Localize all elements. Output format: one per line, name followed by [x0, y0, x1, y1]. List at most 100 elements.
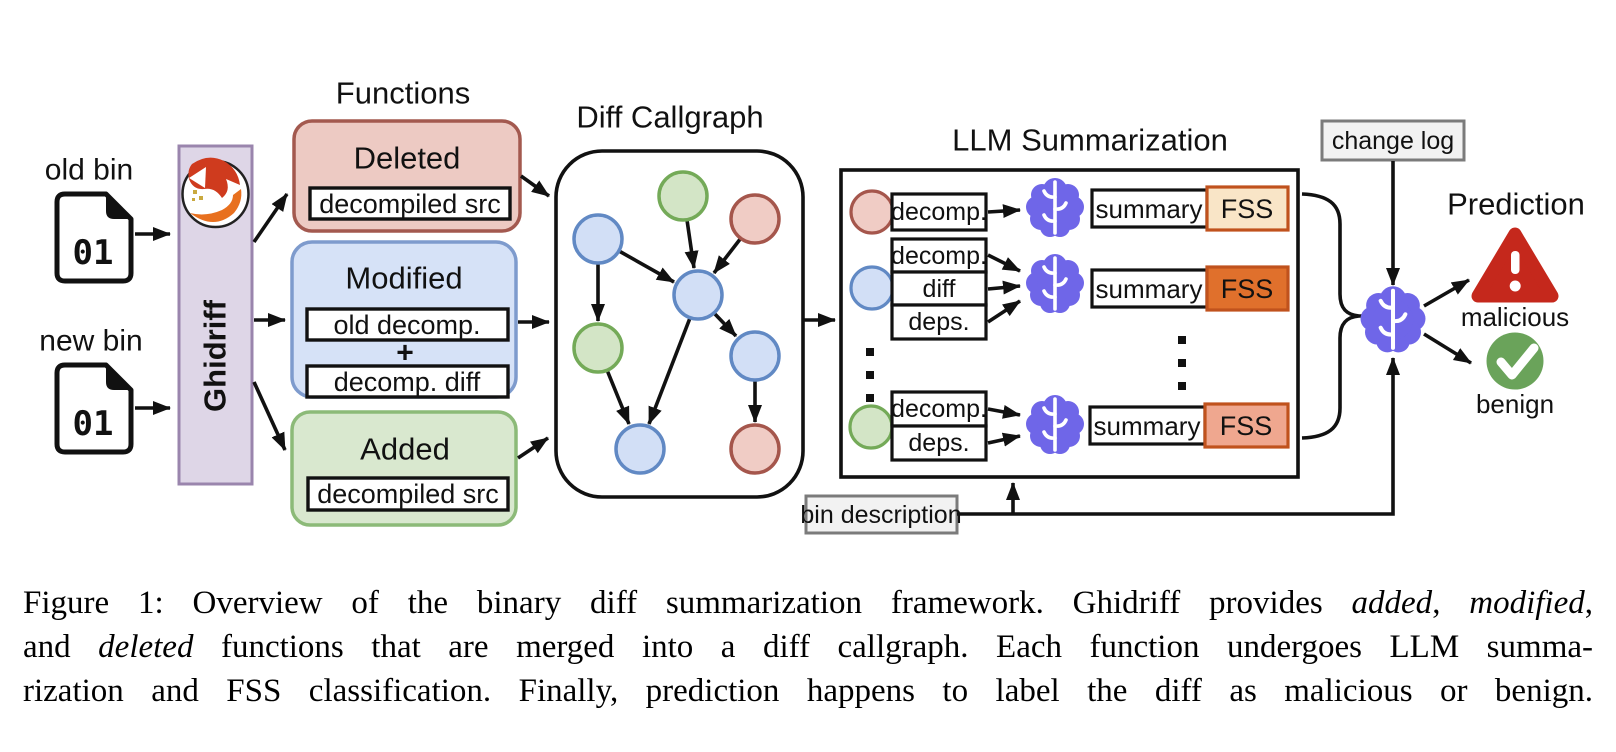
change-log-label: change log — [1332, 127, 1454, 155]
arrow-decomp-to-brain — [987, 404, 1021, 419]
fss-box — [1203, 402, 1290, 449]
change-log-box: change log — [1320, 119, 1466, 162]
llm-summarization-title: LLM Summarization — [952, 123, 1228, 158]
new-bin-label: new bin — [39, 325, 142, 358]
binary-file-text: 01 — [73, 233, 114, 273]
fss-box — [1205, 185, 1290, 232]
old-decomp-box — [305, 307, 510, 342]
arrow-ghidriff-to-deleted — [252, 192, 289, 244]
summary-box — [1088, 405, 1207, 446]
modified-title: Modified — [345, 261, 462, 296]
malicious-warning-icon — [1471, 227, 1559, 303]
prediction-title: Prediction — [1447, 187, 1585, 222]
ellipsis-dots-left — [866, 348, 874, 402]
summary-box — [1090, 268, 1209, 309]
prediction-brain-icon — [1361, 286, 1426, 352]
benign-check-icon — [1486, 332, 1544, 390]
added-title: Added — [360, 432, 450, 467]
fss-label: FSS — [1221, 194, 1274, 224]
change-log-bg — [1320, 119, 1466, 162]
callgraph-node-modified — [572, 213, 624, 265]
llm-row-modified: decomp. diff deps. summary FSS — [849, 237, 1290, 341]
prediction-section: malicious benign — [1361, 227, 1569, 419]
arrow-bindesc-to-brain — [957, 357, 1400, 516]
diff-input-label: diff — [923, 275, 956, 303]
figure-caption: Figure 1: Overview of the binary diff su… — [23, 581, 1593, 713]
deleted-src-box — [308, 186, 512, 221]
llm-row-deleted: decomp. summary FSS — [849, 176, 1290, 239]
callgraph-node-modified — [614, 423, 666, 475]
summary-box — [1090, 188, 1209, 229]
decomp-diff-box — [305, 364, 510, 399]
diff-callgraph-title: Diff Callgraph — [576, 100, 763, 135]
ghidriff-label: Ghidriff — [198, 299, 233, 412]
llm-row-added: decomp. deps. summary FSS — [848, 390, 1290, 462]
arrow-deps-to-brain — [987, 432, 1021, 447]
arrow-deps-to-brain — [987, 299, 1021, 324]
llm-summarization-box: decomp. summary FSS decomp. diff deps. s… — [839, 168, 1300, 479]
callgraph-node-deleted — [729, 193, 781, 245]
framework-diagram: old bin 01 new bin 01 Ghidriff Functions… — [39, 76, 1585, 535]
deleted-src-label: decompiled src — [319, 189, 501, 219]
bin-description-label: bin description — [800, 501, 961, 529]
deleted-title: Deleted — [354, 141, 461, 176]
summary-label: summary — [1096, 274, 1203, 304]
old-decomp-label: old decomp. — [333, 310, 480, 340]
old-bin-label: old bin — [45, 154, 133, 187]
callgraph-nodes — [572, 170, 781, 475]
decomp-input-box — [890, 192, 988, 232]
decomp-input-label: decomp. — [891, 198, 987, 226]
deps-input-box — [890, 303, 988, 341]
flow-arrows — [135, 161, 1472, 516]
decomp-input-label: decomp. — [891, 395, 987, 423]
binary-file-icon: 01 — [57, 365, 131, 452]
bin-description-box: bin description — [800, 494, 962, 535]
diff-callgraph — [554, 149, 805, 499]
caption-line-2: and deleted functions that are merged in… — [23, 629, 1594, 665]
binary-file-icon: 01 — [57, 194, 131, 281]
functions-title: Functions — [336, 76, 470, 111]
arrow-added-to-callgraph — [517, 436, 549, 460]
new-binary-input: new bin 01 — [39, 325, 143, 453]
callgraph-node-modified — [672, 269, 724, 321]
deps-input-box — [890, 424, 988, 462]
summary-label: summary — [1096, 194, 1203, 224]
malicious-label: malicious — [1461, 302, 1569, 332]
ghidriff-dragon-logo-icon — [181, 157, 250, 229]
summary-label: summary — [1094, 411, 1201, 441]
arrow-diff-to-brain — [987, 280, 1021, 295]
added-src-box — [306, 476, 510, 512]
callgraph-node-added — [572, 322, 624, 374]
arrow-brain-to-benign — [1423, 332, 1472, 365]
ghidriff-tool: Ghidriff — [177, 144, 254, 486]
caption-line-1: Figure 1: Overview of the binary diff su… — [23, 585, 1593, 621]
callgraph-node-modified — [729, 330, 781, 382]
callgraph-node-added — [657, 170, 709, 222]
deps-input-label: deps. — [908, 429, 969, 457]
modified-functions-box: Modified old decomp. + decomp. diff — [290, 240, 518, 399]
fss-label: FSS — [1220, 411, 1273, 441]
arrow-decomp-to-brain — [987, 204, 1021, 219]
arrow-brain-to-malicious — [1423, 278, 1470, 308]
fss-box — [1205, 265, 1290, 312]
function-node-indicator-red — [849, 189, 895, 235]
callgraph-edges — [591, 219, 762, 425]
arrow-ghidriff-to-added — [252, 381, 287, 451]
decomp-input-label: decomp. — [891, 242, 987, 270]
brace — [1301, 192, 1366, 440]
caption-line-3: rization and FSS classification. Finally… — [23, 673, 1593, 709]
binary-file-text: 01 — [73, 404, 114, 444]
decomp-diff-label: decomp. diff — [334, 367, 481, 397]
callgraph-node-deleted — [729, 423, 781, 475]
benign-label: benign — [1476, 389, 1554, 419]
added-functions-box: Added decompiled src — [290, 410, 518, 527]
deleted-functions-box: Deleted decompiled src — [292, 119, 522, 233]
added-src-label: decompiled src — [317, 479, 499, 509]
fss-label: FSS — [1221, 274, 1274, 304]
arrow-deleted-to-callgraph — [519, 174, 551, 198]
deps-input-label: deps. — [908, 308, 969, 336]
function-node-indicator-green — [848, 404, 894, 450]
diff-input-box — [890, 270, 988, 307]
old-binary-input: old bin 01 — [45, 154, 133, 282]
ellipsis-dots-middle — [1178, 336, 1186, 390]
